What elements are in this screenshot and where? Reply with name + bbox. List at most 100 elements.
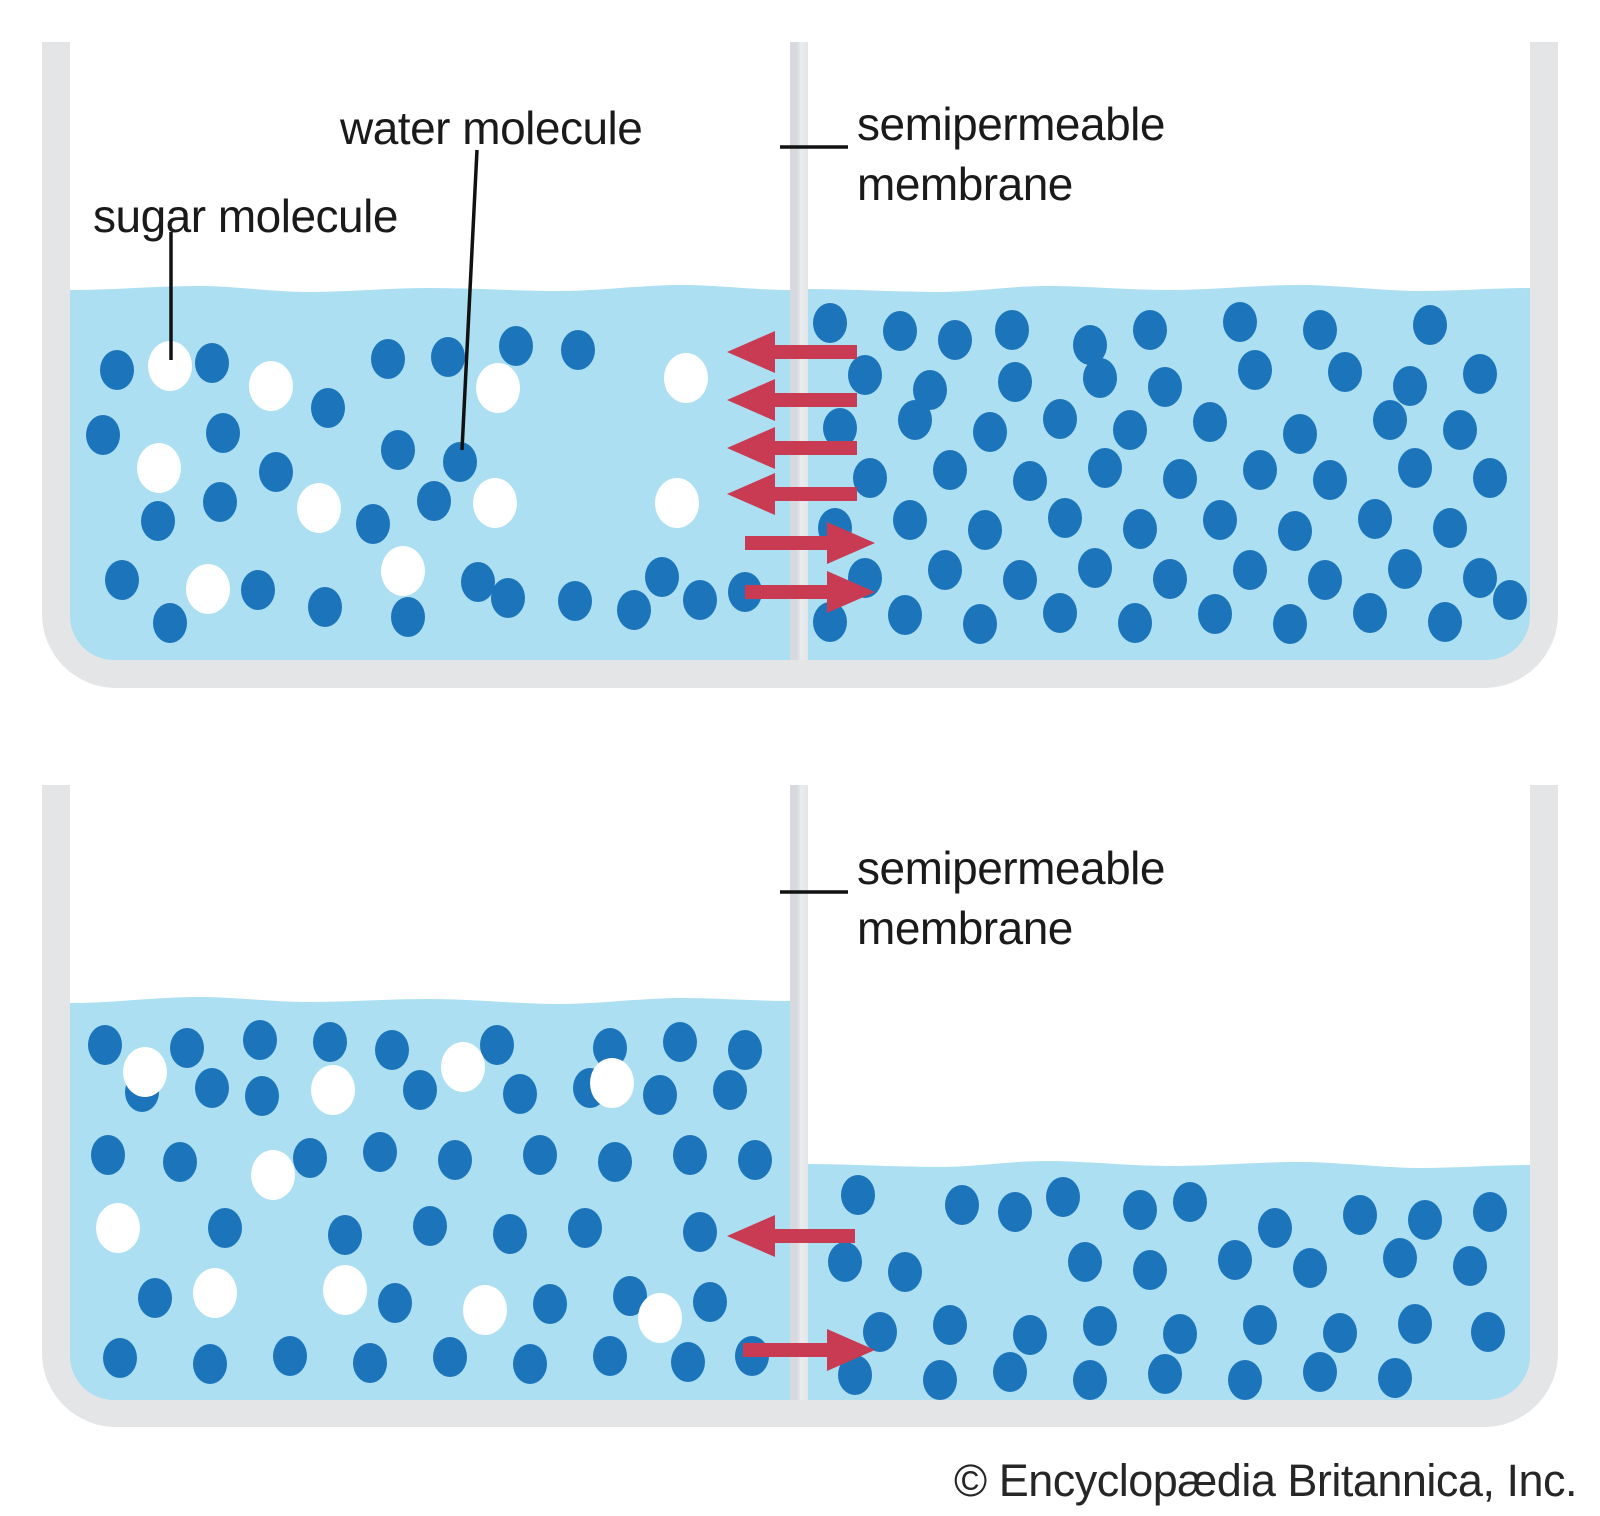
water-molecule-dot [293,1138,327,1178]
water-molecule-dot [853,458,887,498]
water-molecule-dot [1471,1312,1505,1352]
water-molecule-dot [1313,460,1347,500]
water-molecule-dot [1353,593,1387,633]
water-molecule-dot [738,1140,772,1180]
water-molecule-dot [443,442,477,482]
sugar-molecule-dot [473,478,517,528]
water-molecule-dot [241,570,275,610]
water-molecule-dot [391,597,425,637]
water-molecule-dot [273,1336,307,1376]
water-molecule-dot [728,572,762,612]
water-surface-wave [808,1161,1530,1173]
water-molecule-dot [138,1278,172,1318]
water-molecule-dot [170,1028,204,1068]
water-molecule-dot [1133,310,1167,350]
water-molecule-dot [195,343,229,383]
water-molecule-dot [998,362,1032,402]
water-molecule-dot [898,400,932,440]
water-molecule-dot [1328,352,1362,392]
water-molecule-dot [1218,1240,1252,1280]
water-molecule-dot [1068,1242,1102,1282]
water-molecule-dot [313,1022,347,1062]
water-molecule-dot [973,412,1007,452]
water-molecule-dot [1163,1314,1197,1354]
water-molecule-dot [1223,302,1257,342]
water-molecule-dot [1118,603,1152,643]
water-molecule-dot [643,1075,677,1115]
water-molecule-dot [1278,511,1312,551]
water-molecule-dot [1013,461,1047,501]
water-molecule-dot [617,590,651,630]
water-molecule-dot [1243,450,1277,490]
water-molecule-dot [1043,593,1077,633]
water-molecule-dot [1473,458,1507,498]
water-molecule-dot [523,1135,557,1175]
water-molecule-dot [883,311,917,351]
water-molecule-dot [823,408,857,448]
water-molecule-dot [1303,310,1337,350]
water-molecule-dot [1453,1246,1487,1286]
water-molecule-dot [141,501,175,541]
water-molecule-dot [1173,1182,1207,1222]
water-surface-wave [808,285,1530,297]
label-line: membrane [857,158,1073,210]
water-molecule-dot [818,508,852,548]
water-molecule-dot [433,1337,467,1377]
water-molecule-dot [558,581,592,621]
water-molecule-dot [1153,559,1187,599]
water-molecule-dot [1413,305,1447,345]
water-molecule-dot [938,320,972,360]
water-molecule-dot [1463,558,1497,598]
water-molecule-dot [1238,350,1272,390]
water-molecule-dot [933,1305,967,1345]
water-molecule-dot [513,1344,547,1384]
water-molecule-dot [1408,1200,1442,1240]
water-molecule-dot [153,603,187,643]
water-molecule-dot [993,1352,1027,1392]
water-molecule-dot [1088,448,1122,488]
water-molecule-dot [195,1068,229,1108]
sugar-molecule-dot [476,363,520,413]
water-molecule-dot [1083,358,1117,398]
water-molecule-dot [378,1283,412,1323]
water-molecule-dot [431,337,465,377]
water-molecule-dot [888,595,922,635]
water-molecule-dot [848,355,882,395]
water-molecule-dot [693,1282,727,1322]
label-line: membrane [857,902,1073,954]
water-molecule-dot [1243,1305,1277,1345]
water-molecule-label: water molecule [340,102,643,154]
water-molecule-dot [203,482,237,522]
water-surface-wave [70,997,790,1009]
water-molecule-dot [1433,508,1467,548]
water-molecule-dot [1233,550,1267,590]
beaker-bottom [42,785,1558,1427]
sugar-molecule-dot [249,361,293,411]
water-molecule-dot [259,452,293,492]
sugar-molecule-dot [463,1285,507,1335]
water-molecule-dot [91,1135,125,1175]
water-molecule-dot [863,1312,897,1352]
water-molecule-dot [645,557,679,597]
water-molecule-dot [491,578,525,618]
sugar-molecule-dot [441,1042,485,1092]
water-molecule-dot [493,1214,527,1254]
water-molecule-dot [888,1252,922,1292]
water-molecule-dot [1133,1250,1167,1290]
water-molecule-dot [1463,354,1497,394]
water-molecule-dot [163,1142,197,1182]
water-molecule-dot [363,1132,397,1172]
water-molecule-dot [1398,448,1432,488]
water-molecule-dot [963,604,997,644]
water-molecule-dot [100,350,134,390]
water-molecule-dot [103,1338,137,1378]
water-molecule-dot [813,602,847,642]
water-molecule-dot [1048,498,1082,538]
semipermeable-membrane-top [790,42,808,660]
water-molecule-dot [673,1135,707,1175]
water-molecule-dot [1283,414,1317,454]
water-molecule-dot [243,1020,277,1060]
water-molecule-dot [1493,580,1527,620]
water-molecule-dot [88,1025,122,1065]
